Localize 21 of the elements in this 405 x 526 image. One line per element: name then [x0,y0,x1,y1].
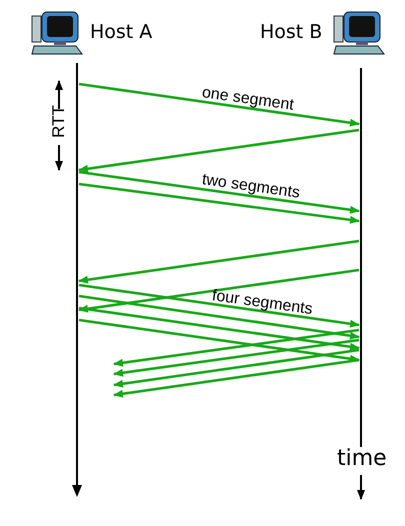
host-name: Host B [260,20,322,44]
edge-label: two segments [200,171,301,203]
arrow [113,338,360,377]
arrow [78,82,360,127]
arrow [78,240,360,284]
arrow [78,268,360,313]
arrow [78,294,360,340]
arrow [113,358,360,398]
arrow [78,318,360,363]
axis-label: time [337,448,387,470]
axis-label: RTT [50,105,67,138]
arrow [113,348,360,388]
arrow [78,306,360,351]
arrow [113,328,360,367]
arrow [78,284,360,328]
arrow [78,128,360,173]
arrow [78,170,360,214]
arrow [78,182,360,224]
edge-label: four segments [210,287,314,320]
host-name: Host A [90,20,152,44]
edge-label: one segment [200,84,295,115]
